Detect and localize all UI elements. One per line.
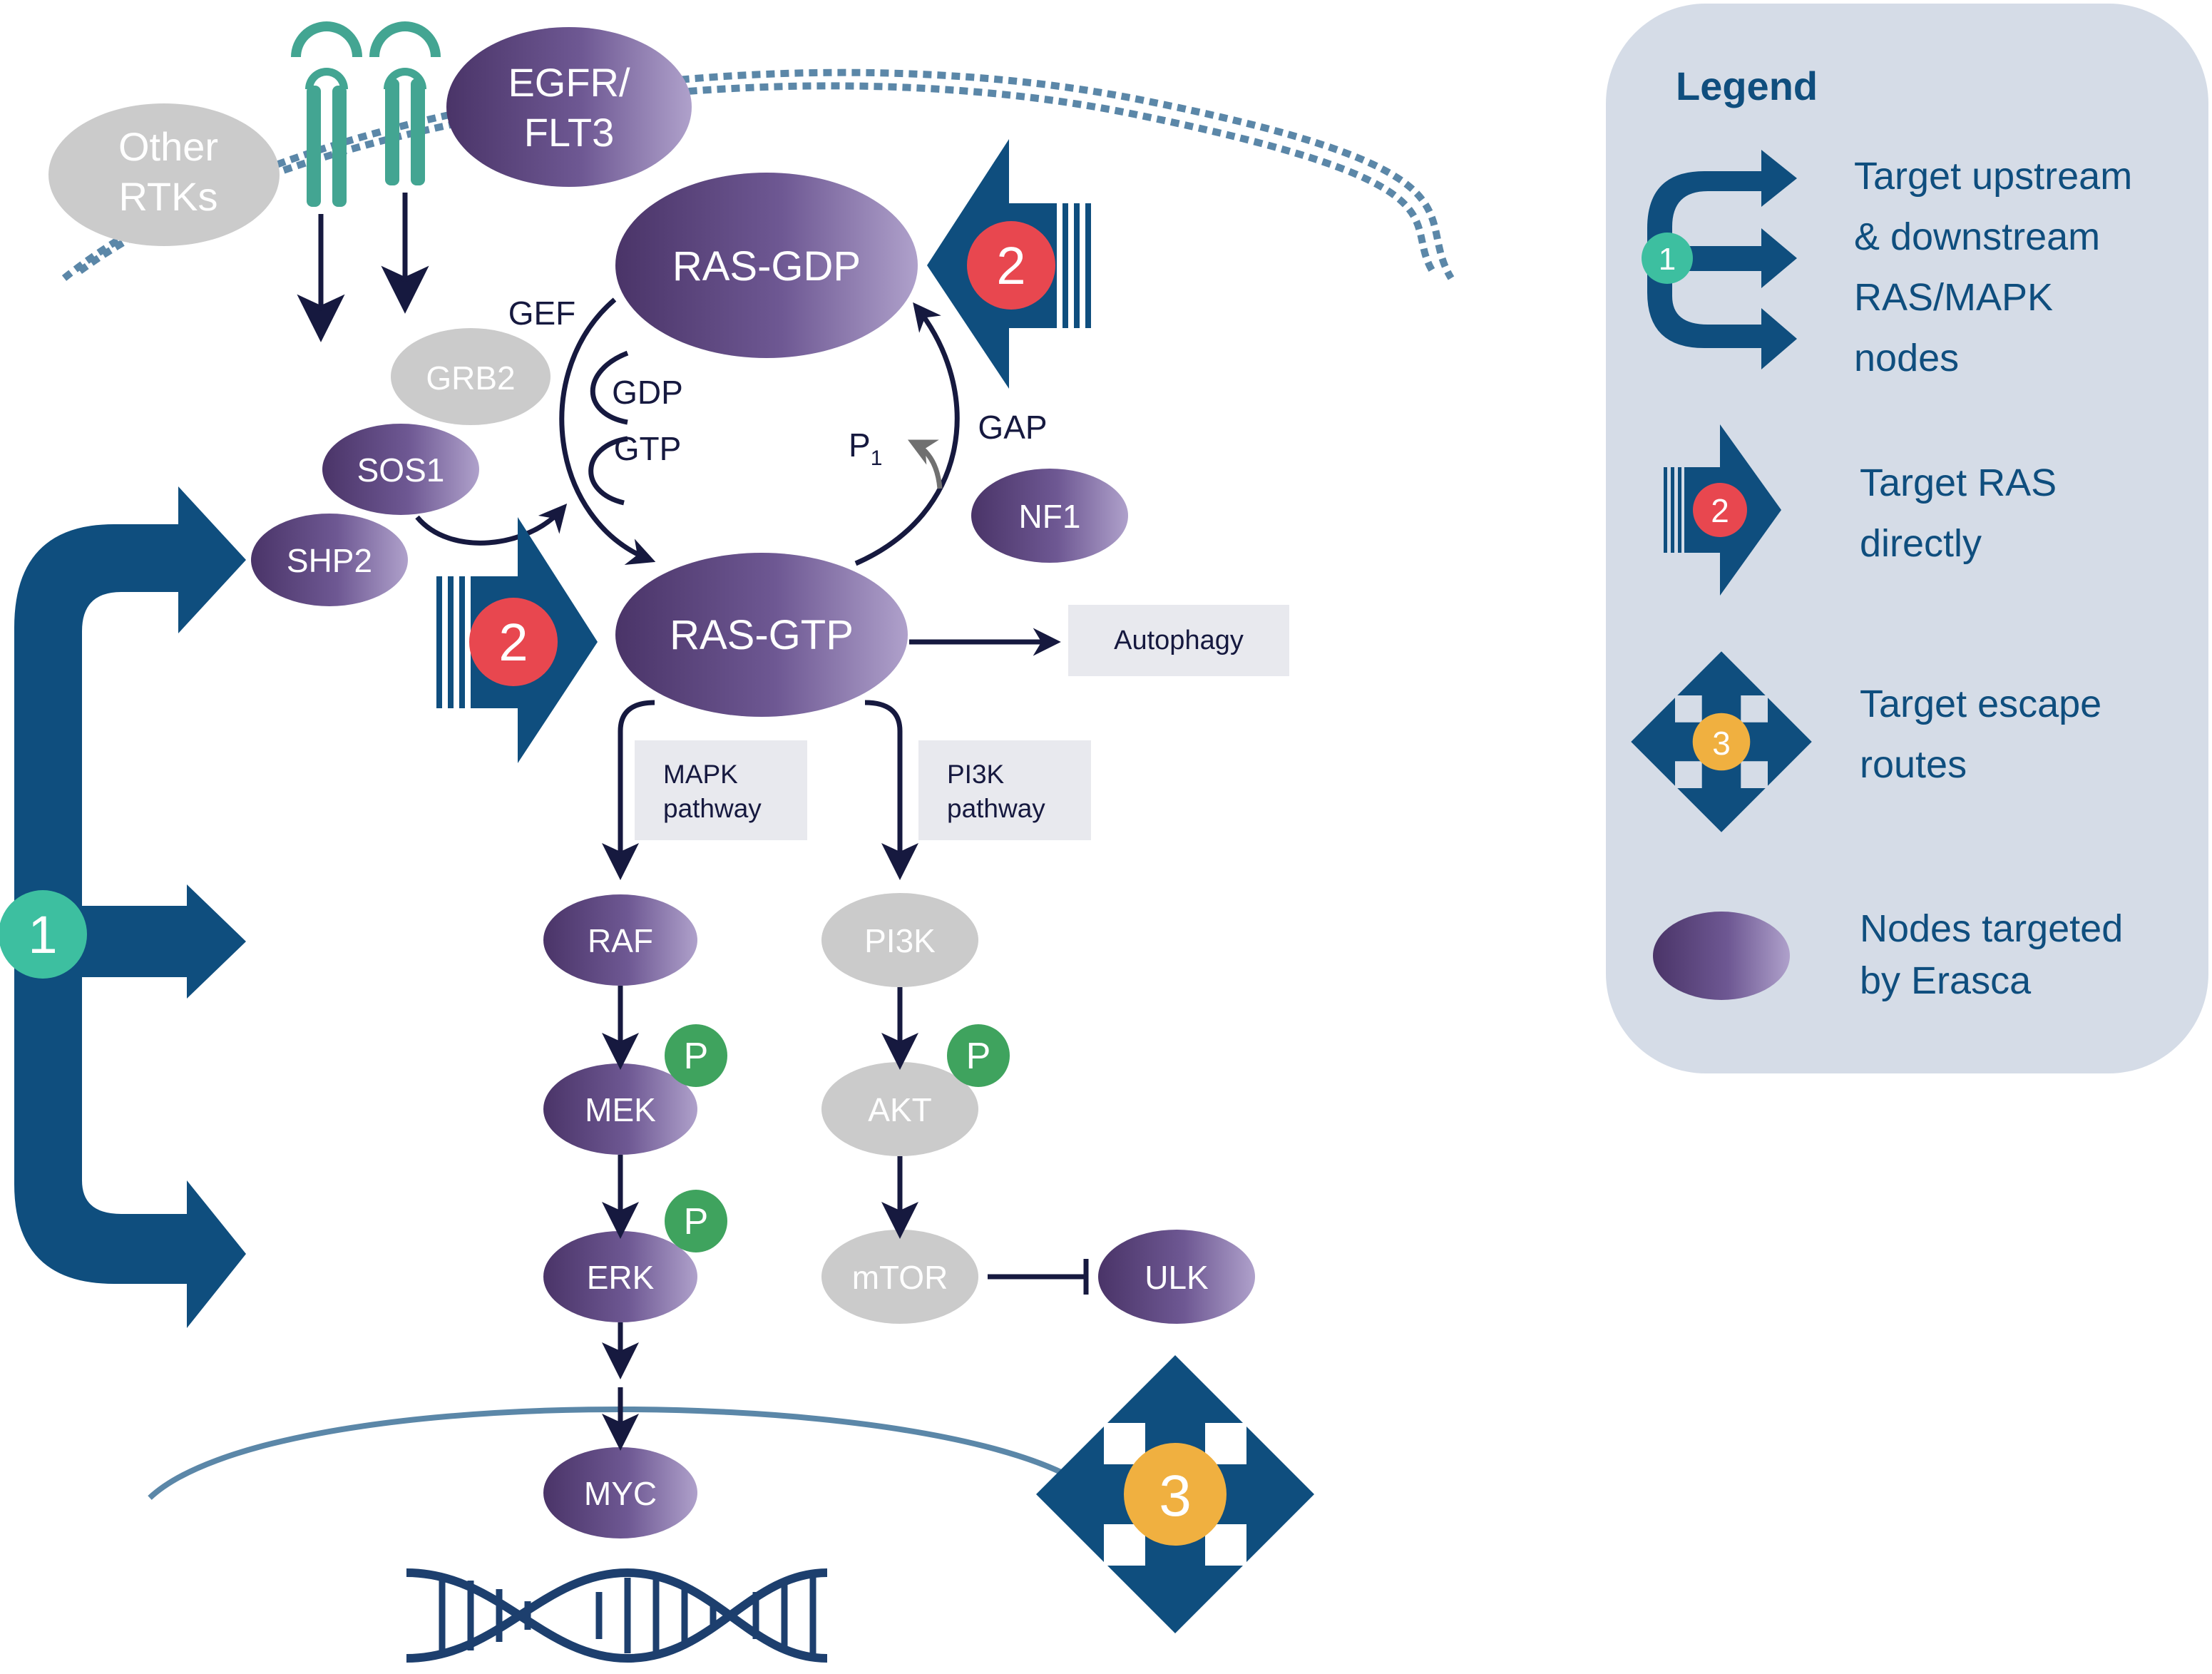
legend-badge-2-label: 2 <box>1711 492 1729 529</box>
legend-item1-line2: & downstream <box>1854 215 2100 258</box>
escape-routes-cross-icon <box>1036 1355 1314 1633</box>
legend-escape-routes-cross-icon <box>1631 651 1812 832</box>
node-myc: MYC <box>543 1447 697 1538</box>
gdp-label: GDP <box>612 374 683 411</box>
node-sos1: SOS1 <box>322 424 479 515</box>
legend-panel: Legend 1 Target upstream & downstream RA… <box>1606 4 2208 1073</box>
legend-node-ellipse-icon <box>1653 912 1790 1000</box>
phospho-mek: P <box>665 1024 727 1087</box>
badge-1-main: 1 <box>0 890 87 979</box>
phospho-akt: P <box>947 1024 1010 1087</box>
badge-2-ras-gtp-label: 2 <box>498 613 528 672</box>
node-pi3k: PI3K <box>821 893 978 987</box>
mek-label: MEK <box>585 1091 656 1128</box>
receptor-icon <box>291 21 441 207</box>
node-mek: MEK <box>543 1063 697 1155</box>
raf-label: RAF <box>588 922 653 959</box>
cascade-arrows <box>602 986 918 1451</box>
legend-item1-line3: RAS/MAPK <box>1854 276 2053 319</box>
node-shp2: SHP2 <box>251 514 408 606</box>
node-nf1: NF1 <box>971 469 1128 563</box>
akt-label: AKT <box>868 1091 931 1128</box>
badge-2-ras-gdp-label: 2 <box>996 236 1025 295</box>
legend-badge-3-label: 3 <box>1712 725 1731 762</box>
legend-badge-2: 2 <box>1693 483 1747 537</box>
legend-item3-line2: routes <box>1860 743 1967 786</box>
badge-3-main-label: 3 <box>1159 1464 1192 1528</box>
other-rtks-label-line2: RTKs <box>119 174 218 219</box>
ras-gdp-label: RAS-GDP <box>672 243 861 290</box>
phospho-erk-label: P <box>684 1201 709 1242</box>
node-grb2: GRB2 <box>391 328 551 425</box>
node-erk: ERK <box>543 1231 697 1322</box>
node-egfr-flt3: EGFR/ FLT3 <box>446 27 692 187</box>
receptor-signal-arrows <box>302 193 424 337</box>
gtp-label: GTP <box>614 430 682 467</box>
pi3k-pathway-line2: pathway <box>947 794 1045 823</box>
p1-release-arrow <box>907 439 943 489</box>
nuclear-membrane <box>148 1406 1071 1500</box>
p1-subscript: 1 <box>871 446 883 470</box>
other-rtks-label-line1: Other <box>118 124 218 169</box>
phospho-akt-label: P <box>966 1036 991 1077</box>
badge-2-ras-gtp: 2 <box>469 598 558 686</box>
sos1-to-gef-arrow <box>415 504 568 546</box>
legend-item4-line2: by Erasca <box>1860 959 2032 1002</box>
nf1-label: NF1 <box>1019 498 1081 535</box>
autophagy-box: Autophagy <box>909 605 1289 676</box>
phospho-erk: P <box>665 1190 727 1252</box>
badge-2-ras-gdp: 2 <box>967 221 1055 310</box>
erk-label: ERK <box>587 1259 655 1296</box>
pi3k-label: PI3K <box>864 922 936 959</box>
autophagy-label: Autophagy <box>1114 626 1244 655</box>
p1-label: P1 <box>849 427 882 470</box>
ras-cycle-arrows <box>559 297 960 566</box>
legend-item4-line1: Nodes targeted <box>1860 907 2123 950</box>
node-other-rtks: Other RTKs <box>48 103 280 246</box>
legend-badge-1: 1 <box>1642 233 1693 284</box>
legend-item3-line1: Target escape <box>1860 683 2101 725</box>
gap-label: GAP <box>978 409 1047 446</box>
mapk-pathway-line2: pathway <box>663 794 762 823</box>
legend-item2-line2: directly <box>1860 522 1982 565</box>
legend-badge-1-label: 1 <box>1659 242 1676 277</box>
egfr-label-line1: EGFR/ <box>508 60 630 105</box>
gef-label: GEF <box>508 295 576 332</box>
shp2-label: SHP2 <box>287 542 372 579</box>
sos1-label: SOS1 <box>357 451 445 489</box>
target-upstream-downstream-arrow-icon <box>14 486 246 1328</box>
legend-item1-line1: Target upstream <box>1854 155 2132 198</box>
dna-helix-icon <box>406 1568 828 1663</box>
ulk-label: ULK <box>1145 1259 1209 1296</box>
legend-item1-line4: nodes <box>1854 337 1959 379</box>
pi3k-pathway-box: PI3K pathway <box>918 740 1091 840</box>
legend-title: Legend <box>1676 63 1818 108</box>
mapk-pathway-box: MAPK pathway <box>635 740 807 840</box>
cell-membrane <box>61 68 1455 281</box>
phospho-mek-label: P <box>684 1036 709 1077</box>
node-ras-gtp: RAS-GTP <box>615 553 908 717</box>
node-mtor: mTOR <box>821 1230 978 1324</box>
p1-letter: P <box>849 427 871 464</box>
node-raf: RAF <box>543 894 697 986</box>
egfr-label-line2: FLT3 <box>524 110 615 155</box>
mapk-pathway-line1: MAPK <box>663 760 738 789</box>
grb2-label: GRB2 <box>426 359 515 397</box>
ras-gtp-label: RAS-GTP <box>670 612 854 658</box>
node-ras-gdp: RAS-GDP <box>615 173 918 358</box>
myc-label: MYC <box>584 1475 657 1512</box>
node-ulk: ULK <box>1098 1230 1255 1324</box>
mtor-label: mTOR <box>852 1259 948 1296</box>
legend-item2-line1: Target RAS <box>1860 461 2057 504</box>
pi3k-pathway-line1: PI3K <box>947 760 1005 789</box>
mtor-inhibits-ulk <box>988 1259 1089 1295</box>
pathway-branch-arrows <box>602 700 918 880</box>
legend-target-upstream-downstream-arrow-icon <box>1647 150 1797 369</box>
node-akt: AKT <box>821 1062 978 1156</box>
badge-1-main-label: 1 <box>28 905 57 964</box>
